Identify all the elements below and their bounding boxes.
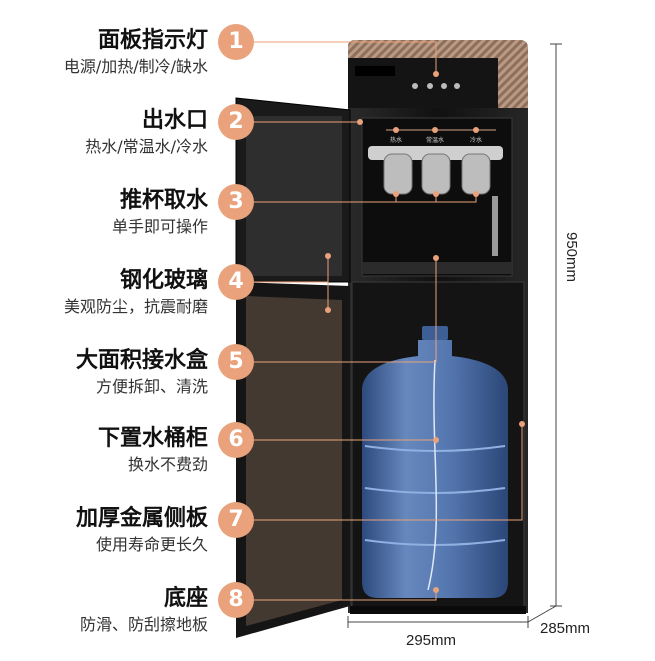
- feature-6: 下置水桶柜 换水不费劲: [98, 426, 208, 476]
- feature-number-badge: 8: [218, 582, 254, 618]
- feature-title: 加厚金属侧板: [75, 506, 208, 531]
- feature-7: 加厚金属侧板 使用寿命更长久: [76, 506, 208, 556]
- feature-title: 钢化玻璃: [119, 268, 208, 293]
- outlet-label-cold: 冷水: [470, 136, 482, 144]
- depth-dimension-label: 285mm: [540, 620, 591, 637]
- feature-2: 出水口 热水/常温水/冷水: [85, 108, 208, 158]
- feature-number-badge: 4: [218, 264, 254, 300]
- outlet-label-normal: 常温水: [426, 136, 444, 144]
- feature-subtitle: 热水/常温水/冷水: [85, 137, 208, 156]
- feature-number-badge: 5: [218, 344, 254, 380]
- feature-subtitle: 使用寿命更长久: [95, 535, 208, 554]
- width-dimension-label: 295mm: [406, 632, 457, 649]
- feature-1: 面板指示灯 电源/加热/制冷/缺水: [64, 28, 208, 78]
- feature-subtitle: 方便拆卸、清洗: [95, 377, 208, 396]
- feature-title: 推杯取水: [119, 188, 208, 213]
- feature-subtitle: 电源/加热/制冷/缺水: [63, 57, 208, 76]
- feature-title: 大面积接水盒: [75, 348, 208, 373]
- feature-title: 底座: [163, 586, 208, 611]
- feature-title: 出水口: [141, 108, 208, 133]
- feature-number-badge: 6: [218, 422, 254, 458]
- outlet-label-hot: 热水: [390, 136, 402, 144]
- feature-subtitle: 换水不费劲: [127, 455, 208, 474]
- feature-title: 面板指示灯: [97, 28, 208, 53]
- feature-subtitle: 美观防尘，抗震耐磨: [63, 297, 208, 316]
- control-panel: [348, 58, 498, 108]
- height-dimension-label: 950mm: [563, 232, 580, 283]
- feature-title: 下置水桶柜: [97, 426, 208, 451]
- feature-number-badge: 7: [218, 502, 254, 538]
- feature-subtitle: 单手即可操作: [111, 217, 208, 236]
- feature-4: 钢化玻璃 美观防尘，抗震耐磨: [64, 268, 208, 318]
- feature-number-badge: 2: [218, 104, 254, 140]
- feature-number-badge: 1: [218, 24, 254, 60]
- feature-5: 大面积接水盒 方便拆卸、清洗: [76, 348, 208, 398]
- feature-subtitle: 防滑、防刮擦地板: [79, 615, 208, 634]
- feature-8: 底座 防滑、防刮擦地板: [80, 586, 208, 636]
- feature-3: 推杯取水 单手即可操作: [112, 188, 208, 238]
- feature-number-badge: 3: [218, 184, 254, 220]
